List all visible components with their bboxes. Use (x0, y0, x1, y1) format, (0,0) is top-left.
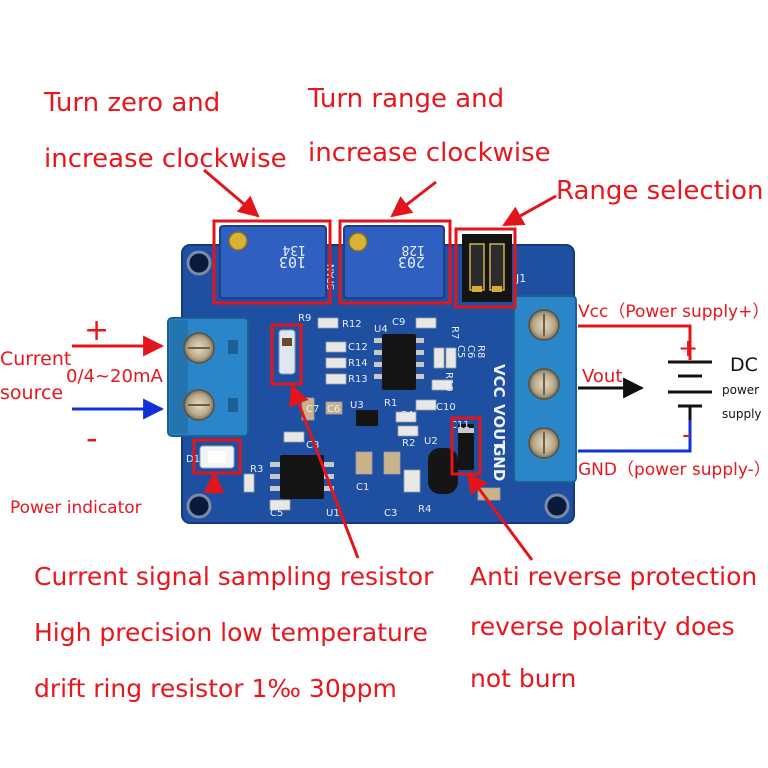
protection-diode (458, 424, 474, 470)
silk-c12: C12 (348, 342, 368, 353)
silk-r1: R1 (384, 398, 397, 409)
sampling-annotation-line2: High precision low temperature (34, 618, 428, 647)
silk-c9: C9 (392, 317, 405, 328)
silk-r13: R13 (348, 374, 368, 385)
chip-u1 (270, 455, 334, 499)
wire-vcc (578, 324, 692, 360)
sampling-annotation-line3: drift ring resistor 1‰ 30ppm (34, 674, 397, 703)
mount-hole-bottom-left (186, 493, 212, 519)
range-pot-adjust-screw (348, 232, 368, 252)
silk-c5b: C5 (455, 345, 466, 358)
silk-c7: C7 (306, 404, 319, 415)
silk-c11: C11 (450, 420, 470, 431)
arrow-diode (466, 472, 534, 561)
zero-pot-batch: 134 (282, 242, 306, 257)
silk-c8: C8 (306, 440, 319, 451)
silk-c6: C6 (465, 345, 476, 358)
silk-r14: R14 (348, 358, 368, 369)
silk-r12: R12 (342, 319, 362, 330)
highlight-sampling-resistor (270, 323, 303, 386)
power-indicator-annotation: Power indicator (10, 498, 142, 518)
dc-plus-sign: + (678, 334, 699, 362)
arrow-range (390, 180, 437, 218)
sampling-annotation-line1: Current signal sampling resistor (34, 562, 434, 591)
silk-u2: U2 (424, 436, 438, 447)
zero-annotation-line1: Turn zero and (44, 88, 221, 118)
arrow-range-selection (502, 194, 557, 227)
highlight-zero-pot (212, 219, 332, 305)
anti-reverse-annotation-line2: reverse polarity does (470, 612, 735, 641)
gnd-annotation: GND（power supply-） (578, 460, 768, 480)
highlight-jumper (454, 227, 517, 309)
silk-vout: VOUT (490, 404, 508, 451)
arrow-zero (203, 168, 260, 218)
highlight-diode (450, 416, 482, 476)
highlight-range-pot (338, 219, 452, 305)
battery-symbol (668, 360, 712, 420)
chip-u3 (356, 410, 378, 426)
dc-minus-sign: - (682, 420, 692, 450)
range-potentiometer: 203 128 SPAN (326, 225, 445, 299)
silk-r9: R9 (298, 313, 311, 324)
zero-pot-code: 103 (279, 253, 306, 271)
input-terminal-block (167, 317, 249, 437)
current-source-line2: source (0, 382, 64, 404)
anti-reverse-annotation-line1: Anti reverse protection (470, 562, 758, 591)
range-annotation-line1: Turn range and (308, 84, 505, 114)
silk-u3: U3 (350, 400, 364, 411)
current-source-line1: Current (0, 348, 72, 370)
silk-u1: U1 (326, 508, 340, 519)
sampling-resistor (278, 329, 296, 375)
output-terminal-block (513, 295, 577, 483)
arrow-sampling (288, 384, 360, 559)
dc-sub-line2: supply (722, 407, 762, 421)
dc-label: DC (730, 354, 758, 376)
zero-pot-adjust-screw (228, 231, 248, 251)
silk-c5: C5 (270, 508, 283, 519)
dc-sub-line1: power (722, 383, 760, 397)
vcc-annotation: Vcc（Power supply+） (578, 302, 768, 322)
silk-vcc: VCC (490, 364, 508, 398)
silk-r7: R7 (449, 326, 460, 339)
zero-potentiometer: 103 134 (219, 225, 327, 299)
mount-hole-top-left (186, 250, 212, 276)
silk-r2: R2 (402, 438, 415, 449)
input-minus-sign: - (86, 419, 98, 457)
silk-r3: R3 (250, 464, 263, 475)
silk-c6b: C6 (327, 404, 340, 415)
zero-annotation-line2: increase clockwise (44, 144, 287, 174)
silk-c3: C3 (384, 508, 397, 519)
silk-r4: R4 (418, 504, 431, 515)
mount-hole-bottom-right (544, 493, 570, 519)
chip-u4 (374, 334, 424, 390)
vout-annotation: Vout (582, 366, 623, 387)
silk-r10: R10 (443, 372, 454, 392)
anti-reverse-annotation-line3: not burn (470, 664, 577, 693)
range-jumper: J1 (462, 234, 526, 302)
current-range-label: 0/4~20mA (66, 366, 163, 387)
silk-c10: C10 (436, 402, 456, 413)
smd-components (243, 317, 501, 511)
silk-gnd: GND (490, 444, 508, 481)
silk-u4: U4 (374, 324, 388, 335)
silk-c4: C4 (400, 410, 413, 421)
range-pot-batch: 128 (402, 242, 425, 257)
range-annotation-line2: increase clockwise (308, 138, 551, 168)
silk-c1: C1 (356, 482, 369, 493)
silk-r8: R8 (475, 345, 486, 358)
power-led (199, 445, 235, 469)
range-pot-code: 203 (398, 253, 425, 271)
wire-gnd (578, 420, 692, 453)
jumper-label: J1 (515, 272, 526, 285)
input-plus-sign: + (84, 313, 110, 348)
range-selection-annotation: Range selection (556, 176, 764, 206)
